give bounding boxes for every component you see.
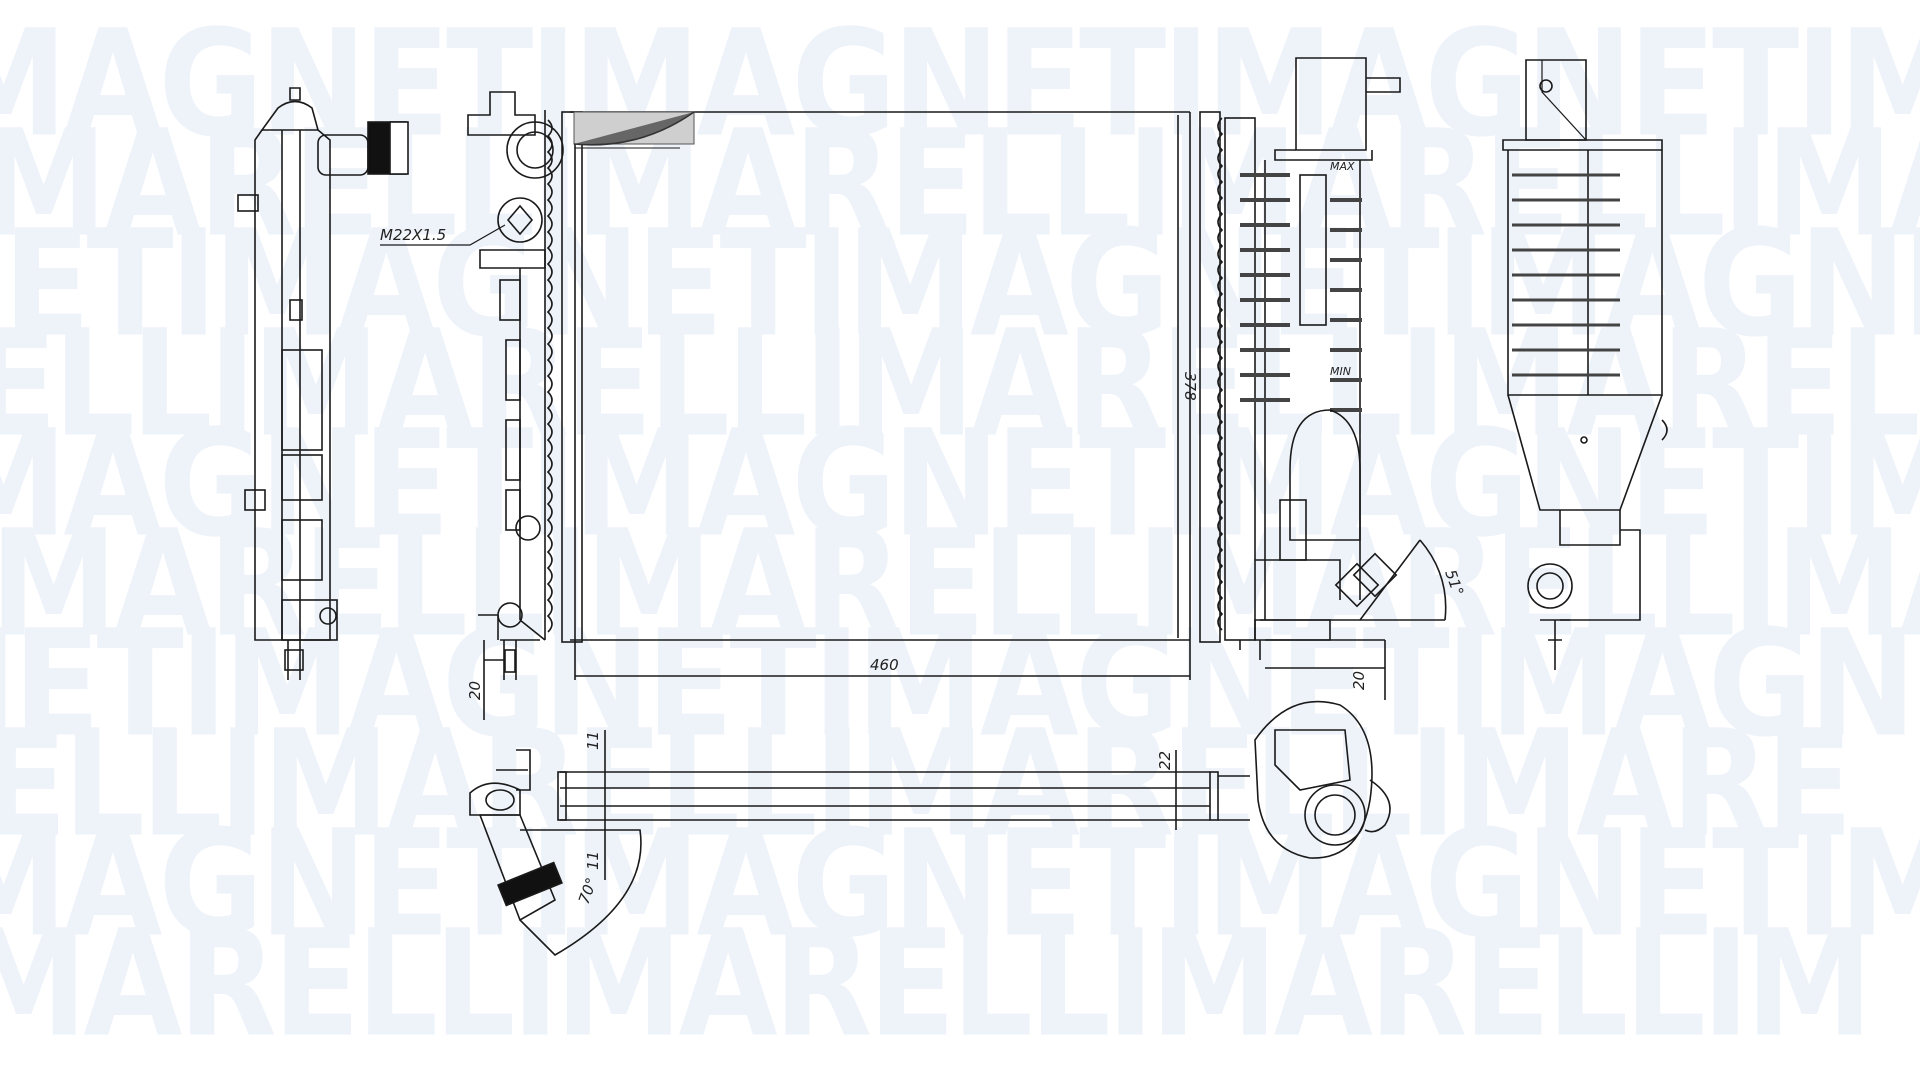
thread-label: M22X1.5	[380, 226, 446, 244]
right-side-view	[1502, 59, 1668, 670]
left-tank: M22X1.5	[380, 91, 564, 680]
bottom-view: 11 11 70° 22	[469, 700, 1391, 957]
radiator-drawing: M22X1.5 378 460 MAX MIN	[237, 57, 1668, 957]
left-offset-label: 20	[466, 681, 484, 700]
bottom-clearance-label: 11	[584, 851, 602, 870]
core-depth-label: 22	[1156, 751, 1174, 770]
max-marker: MAX	[1330, 160, 1355, 173]
right-tank: MAX MIN 51° 20	[1217, 57, 1467, 700]
left-side-view	[237, 87, 409, 680]
right-offset-label: 20	[1350, 671, 1368, 690]
width-dimension: 460	[870, 656, 899, 674]
angle-70-label: 70°	[575, 875, 601, 906]
radiator-core: 378 460	[561, 111, 1221, 680]
min-marker: MIN	[1330, 365, 1351, 378]
left-offset-dimension: 20	[466, 640, 505, 720]
top-clearance-label: 11	[584, 731, 602, 750]
height-dimension: 378	[1181, 372, 1199, 401]
